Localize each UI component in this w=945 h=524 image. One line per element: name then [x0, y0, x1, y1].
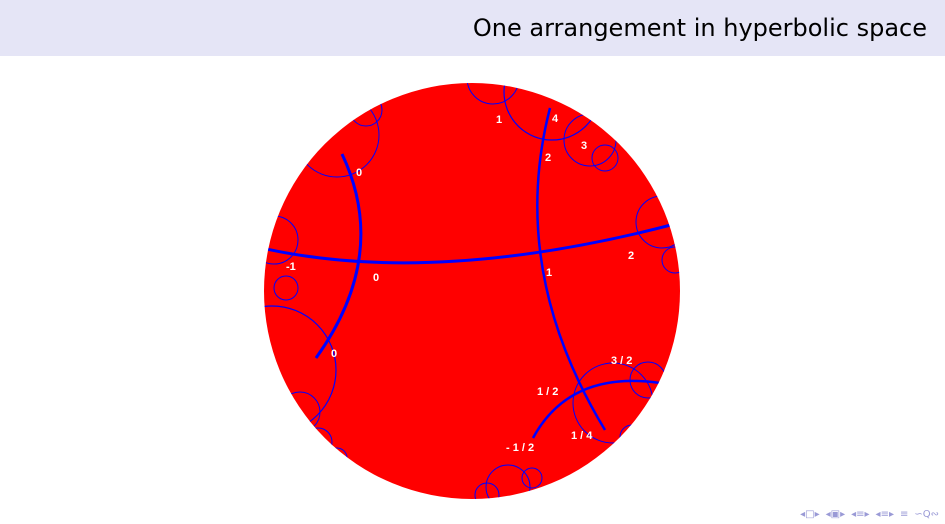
- geodesic-arc: [591, 144, 619, 172]
- geodesic-arc: [521, 467, 543, 489]
- geodesic-arc: [303, 427, 333, 457]
- label-2-upper: 2: [545, 152, 551, 164]
- beamer-navigation: ◂□▸ ◂▣▸ ◂≡▸ ◂≡▸ ≡ ∽Q∾: [800, 510, 939, 520]
- label-1-over-4: 1 / 4: [571, 430, 593, 442]
- geodesic-horizontal: [264, 218, 680, 265]
- geodesic-left: [314, 153, 363, 359]
- label-3: 3: [581, 140, 587, 152]
- geodesic-arc: [474, 482, 500, 499]
- label-minus1: -1: [286, 261, 296, 273]
- label-0-lower: 0: [331, 348, 337, 360]
- geodesic-arc: [466, 83, 520, 105]
- geodesic-arc: [661, 246, 680, 274]
- geodesic-lower-right: [531, 379, 661, 439]
- poincare-disk: [264, 83, 680, 499]
- label-1-over-2: 1 / 2: [537, 386, 558, 398]
- label-2-right: 2: [628, 250, 634, 262]
- nav-align-icon[interactable]: ≡: [899, 509, 909, 520]
- label-4: 4: [552, 113, 559, 125]
- page-title: One arrangement in hyperbolic space: [472, 14, 927, 42]
- nav-frame-icon[interactable]: ◂▣▸: [825, 509, 846, 520]
- label-0-mid: 0: [373, 272, 379, 284]
- label-1-mid: 1: [546, 267, 552, 279]
- nav-section-icon[interactable]: ◂≡▸: [851, 509, 870, 520]
- geodesic-arc: [485, 464, 531, 499]
- geodesic-arc: [273, 275, 299, 301]
- header-bar: One arrangement in hyperbolic space: [0, 0, 945, 56]
- geodesic-right: [536, 107, 607, 431]
- nav-first-icon[interactable]: ◂□▸: [800, 509, 820, 520]
- label-minus-1-over-2: - 1 / 2: [506, 442, 534, 454]
- geodesic-arc: [326, 447, 348, 469]
- nav-subsection-icon[interactable]: ◂≡▸: [875, 509, 894, 520]
- label-1-top: 1: [496, 114, 502, 126]
- geodesic-arc: [619, 424, 645, 450]
- label-3-over-2: 3 / 2: [611, 355, 632, 367]
- label-0-upper: 0: [356, 167, 362, 179]
- nav-search-icon[interactable]: ∽Q∾: [914, 509, 939, 520]
